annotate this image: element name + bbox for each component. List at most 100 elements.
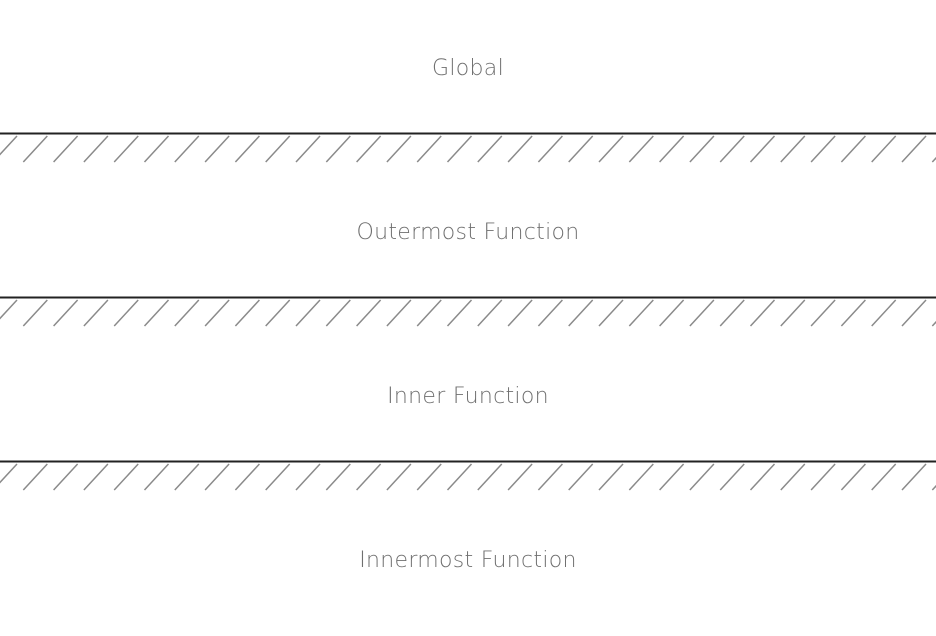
scope-boundary-1 xyxy=(0,132,936,163)
hatch-mark xyxy=(749,463,776,491)
hatch-mark xyxy=(719,463,745,491)
hatch-mark xyxy=(204,299,230,327)
hatch-mark xyxy=(174,135,200,163)
hatch-mark xyxy=(386,135,412,163)
boundary-hatching xyxy=(0,463,936,491)
hatch-mark xyxy=(780,463,806,491)
scope-label-inner-function: Inner Function xyxy=(387,384,549,409)
hatch-mark xyxy=(840,135,866,163)
hatch-mark xyxy=(901,463,927,491)
hatch-mark xyxy=(386,299,412,327)
hatch-mark xyxy=(265,135,291,163)
hatch-mark xyxy=(295,463,321,491)
hatch-mark xyxy=(719,135,745,163)
hatch-mark xyxy=(22,135,48,163)
hatch-mark xyxy=(83,463,109,491)
hatch-mark xyxy=(780,299,806,327)
hatch-mark xyxy=(477,135,503,163)
hatch-mark xyxy=(780,135,806,163)
hatch-mark xyxy=(356,299,382,327)
hatch-mark xyxy=(749,299,776,327)
hatch-mark xyxy=(689,135,715,163)
hatch-mark xyxy=(0,299,18,320)
hatch-mark xyxy=(295,135,321,163)
hatch-mark xyxy=(689,463,715,491)
hatch-mark xyxy=(174,299,200,327)
hatch-mark xyxy=(0,463,18,484)
hatch-mark xyxy=(840,299,866,327)
hatch-mark xyxy=(568,463,594,491)
hatch-mark xyxy=(386,463,412,491)
hatch-mark xyxy=(931,156,936,163)
hatch-mark xyxy=(143,135,170,163)
hatch-mark xyxy=(871,463,897,491)
hatch-mark xyxy=(325,299,351,327)
hatch-mark xyxy=(234,299,260,327)
hatch-mark xyxy=(810,299,836,327)
scope-label-outermost-function: Outermost Function xyxy=(356,220,580,245)
hatch-mark xyxy=(446,463,473,491)
hatch-mark xyxy=(416,463,442,491)
hatch-mark xyxy=(295,299,321,327)
hatch-mark xyxy=(507,299,533,327)
hatch-mark xyxy=(598,463,624,491)
hatch-mark xyxy=(598,135,624,163)
hatch-mark xyxy=(537,463,563,491)
hatch-mark xyxy=(537,299,563,327)
hatch-mark xyxy=(810,135,836,163)
hatch-mark xyxy=(234,463,260,491)
hatch-mark xyxy=(22,299,48,327)
scope-label-innermost-function: Innermost Function xyxy=(359,548,577,573)
hatch-mark xyxy=(416,135,442,163)
hatch-mark xyxy=(113,135,139,163)
hatch-mark xyxy=(0,135,18,156)
scope-label-global: Global xyxy=(432,56,504,81)
hatch-mark xyxy=(507,463,533,491)
hatch-mark xyxy=(446,299,473,327)
hatch-mark xyxy=(265,299,291,327)
hatch-mark xyxy=(871,299,897,327)
hatch-mark xyxy=(356,135,382,163)
hatch-mark xyxy=(204,463,230,491)
hatch-mark xyxy=(325,463,351,491)
hatch-mark xyxy=(446,135,473,163)
boundary-hatching xyxy=(0,135,936,163)
hatch-mark xyxy=(53,463,79,491)
hatch-mark xyxy=(113,463,139,491)
hatch-mark xyxy=(416,299,442,327)
hatch-mark xyxy=(234,135,260,163)
hatch-mark xyxy=(598,299,624,327)
scope-boundary-3 xyxy=(0,460,936,491)
hatch-mark xyxy=(22,463,48,491)
hatch-mark xyxy=(204,135,230,163)
hatch-mark xyxy=(325,135,351,163)
scope-boundary-2 xyxy=(0,296,936,327)
hatch-mark xyxy=(810,463,836,491)
hatch-mark xyxy=(568,299,594,327)
hatch-mark xyxy=(901,299,927,327)
hatch-mark xyxy=(689,299,715,327)
hatch-mark xyxy=(659,299,685,327)
hatch-mark xyxy=(356,463,382,491)
boundary-hatching xyxy=(0,299,936,327)
hatch-mark xyxy=(507,135,533,163)
hatch-mark xyxy=(53,299,79,327)
hatch-mark xyxy=(628,299,654,327)
hatch-mark xyxy=(537,135,563,163)
hatch-mark xyxy=(83,299,109,327)
hatch-mark xyxy=(113,299,139,327)
hatch-mark xyxy=(840,463,866,491)
hatch-mark xyxy=(174,463,200,491)
hatch-mark xyxy=(931,320,936,327)
hatch-mark xyxy=(901,135,927,163)
hatch-mark xyxy=(143,299,170,327)
hatch-mark xyxy=(628,463,654,491)
hatch-mark xyxy=(83,135,109,163)
hatch-mark xyxy=(568,135,594,163)
hatch-mark xyxy=(628,135,654,163)
hatch-mark xyxy=(477,299,503,327)
hatch-mark xyxy=(749,135,776,163)
hatch-mark xyxy=(659,135,685,163)
hatch-mark xyxy=(265,463,291,491)
